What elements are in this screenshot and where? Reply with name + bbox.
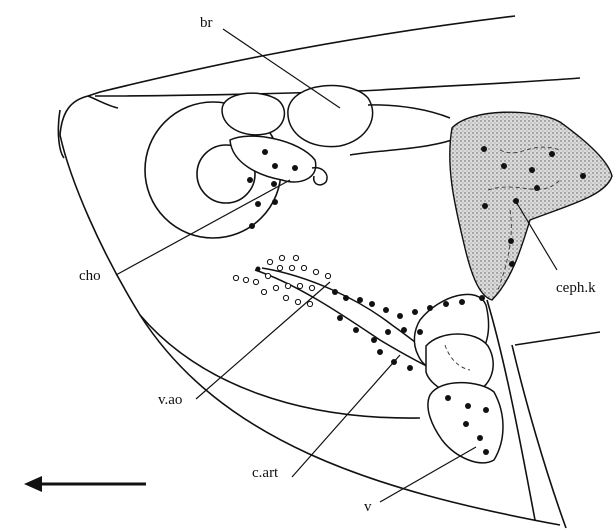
heart	[414, 294, 503, 462]
brain	[222, 86, 452, 185]
gill-line-2	[512, 345, 566, 528]
snout-outline	[60, 135, 420, 418]
leader-v	[380, 447, 476, 502]
leader-c-art	[292, 355, 400, 477]
body-line	[515, 332, 600, 345]
leader-v-ao	[196, 282, 330, 399]
left-arrow-icon	[24, 476, 146, 492]
aorta-tip	[256, 267, 261, 272]
brain-lower-lobe	[230, 136, 316, 182]
leader-cho	[116, 180, 290, 275]
brain-stem	[368, 105, 450, 118]
label-cho: cho	[79, 269, 101, 284]
label-ceph-k: ceph.k	[556, 281, 596, 296]
dorsal-inner-line	[88, 96, 118, 108]
label-br: br	[200, 16, 213, 31]
label-v: v	[364, 500, 372, 515]
label-v-ao: v.ao	[158, 393, 182, 408]
brain-lobe-large	[288, 86, 373, 147]
brain-lobe-small	[222, 93, 284, 135]
optic-tract	[350, 140, 452, 155]
cephalic-kidney	[450, 112, 612, 300]
label-c-art: c.art	[252, 466, 278, 481]
